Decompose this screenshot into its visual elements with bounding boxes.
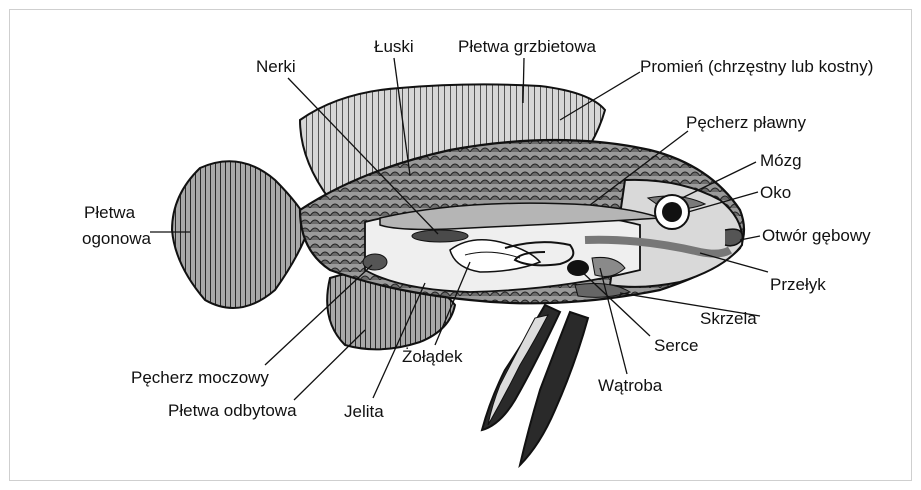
label-pecherz-plawny: Pęcherz pławny [686,113,807,132]
label-zoladek: Żołądek [402,347,463,366]
label-serce: Serce [654,336,698,355]
label-pletwa-odbytowa: Płetwa odbytowa [168,401,297,420]
urinary-bladder [363,254,387,270]
label-watroba: Wątroba [598,376,663,395]
eye-pupil [662,202,682,222]
label-luski: Łuski [374,37,414,56]
label-nerki: Nerki [256,57,296,76]
label-jelita: Jelita [344,402,384,421]
label-pecherz-moczowy: Pęcherz moczowy [131,368,269,387]
label-oko: Oko [760,183,791,202]
label-przelyk: Przełyk [770,275,826,294]
label-skrzela: Skrzela [700,309,757,328]
label-promien: Promień (chrzęstny lub kostny) [640,57,873,76]
label-otwor-gebowy: Otwór gębowy [762,226,871,245]
label-pletwa-grzbietowa: Płetwa grzbietowa [458,37,597,56]
leader-pletwa-odbytowa [294,330,365,400]
heart [567,260,589,276]
label-mozg: Mózg [760,151,802,170]
label-pletwa-ogonowa-line1: Płetwa [84,203,136,222]
kidney [412,230,468,242]
label-pletwa-ogonowa-line2: ogonowa [82,229,152,248]
caudal-fin [172,161,310,308]
